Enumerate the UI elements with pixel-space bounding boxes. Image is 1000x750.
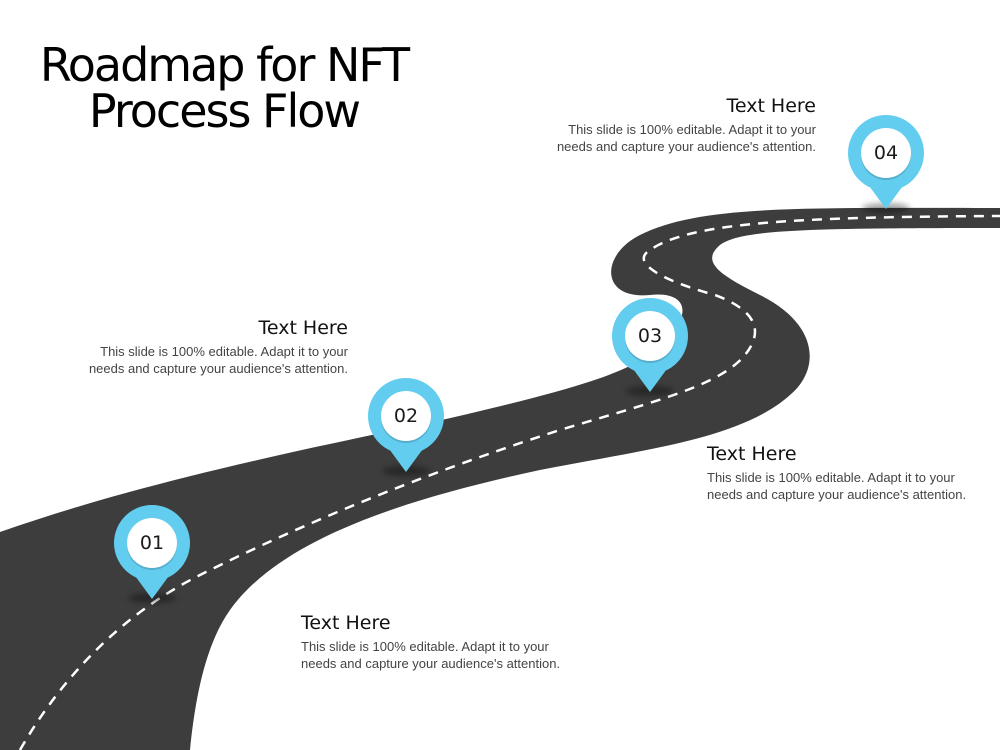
step-2-number: 02 — [381, 391, 431, 441]
step-3-marker: 03 — [612, 298, 688, 398]
step-4-body: This slide is 100% editable. Adapt it to… — [556, 122, 816, 154]
step-3-number: 03 — [625, 311, 675, 361]
step-4-number: 04 — [861, 128, 911, 178]
step-2-marker: 02 — [368, 378, 444, 478]
step-2-heading: Text Here — [258, 317, 348, 339]
step-4-heading: Text Here — [726, 95, 816, 117]
step-1-heading: Text Here — [301, 612, 391, 634]
step-2-text: Text Here This slide is 100% editable. A… — [88, 317, 348, 377]
step-1-body: This slide is 100% editable. Adapt it to… — [301, 639, 561, 671]
step-1-number: 01 — [127, 518, 177, 568]
step-1-marker: 01 — [114, 505, 190, 605]
step-3-heading: Text Here — [707, 443, 797, 465]
title-line-2: Process Flow — [88, 84, 361, 138]
step-1-text: Text Here This slide is 100% editable. A… — [301, 612, 561, 672]
road — [0, 207, 1000, 750]
step-4-text: Text Here This slide is 100% editable. A… — [556, 95, 816, 155]
page-title: Roadmap for NFT Process Flow — [24, 42, 424, 134]
step-2-body: This slide is 100% editable. Adapt it to… — [88, 344, 348, 376]
road-center-line — [18, 214, 1000, 750]
step-3-body: This slide is 100% editable. Adapt it to… — [707, 470, 967, 502]
title-line-1: Roadmap for NFT — [39, 38, 410, 92]
step-3-text: Text Here This slide is 100% editable. A… — [707, 443, 967, 503]
step-4-marker: 04 — [848, 115, 924, 215]
